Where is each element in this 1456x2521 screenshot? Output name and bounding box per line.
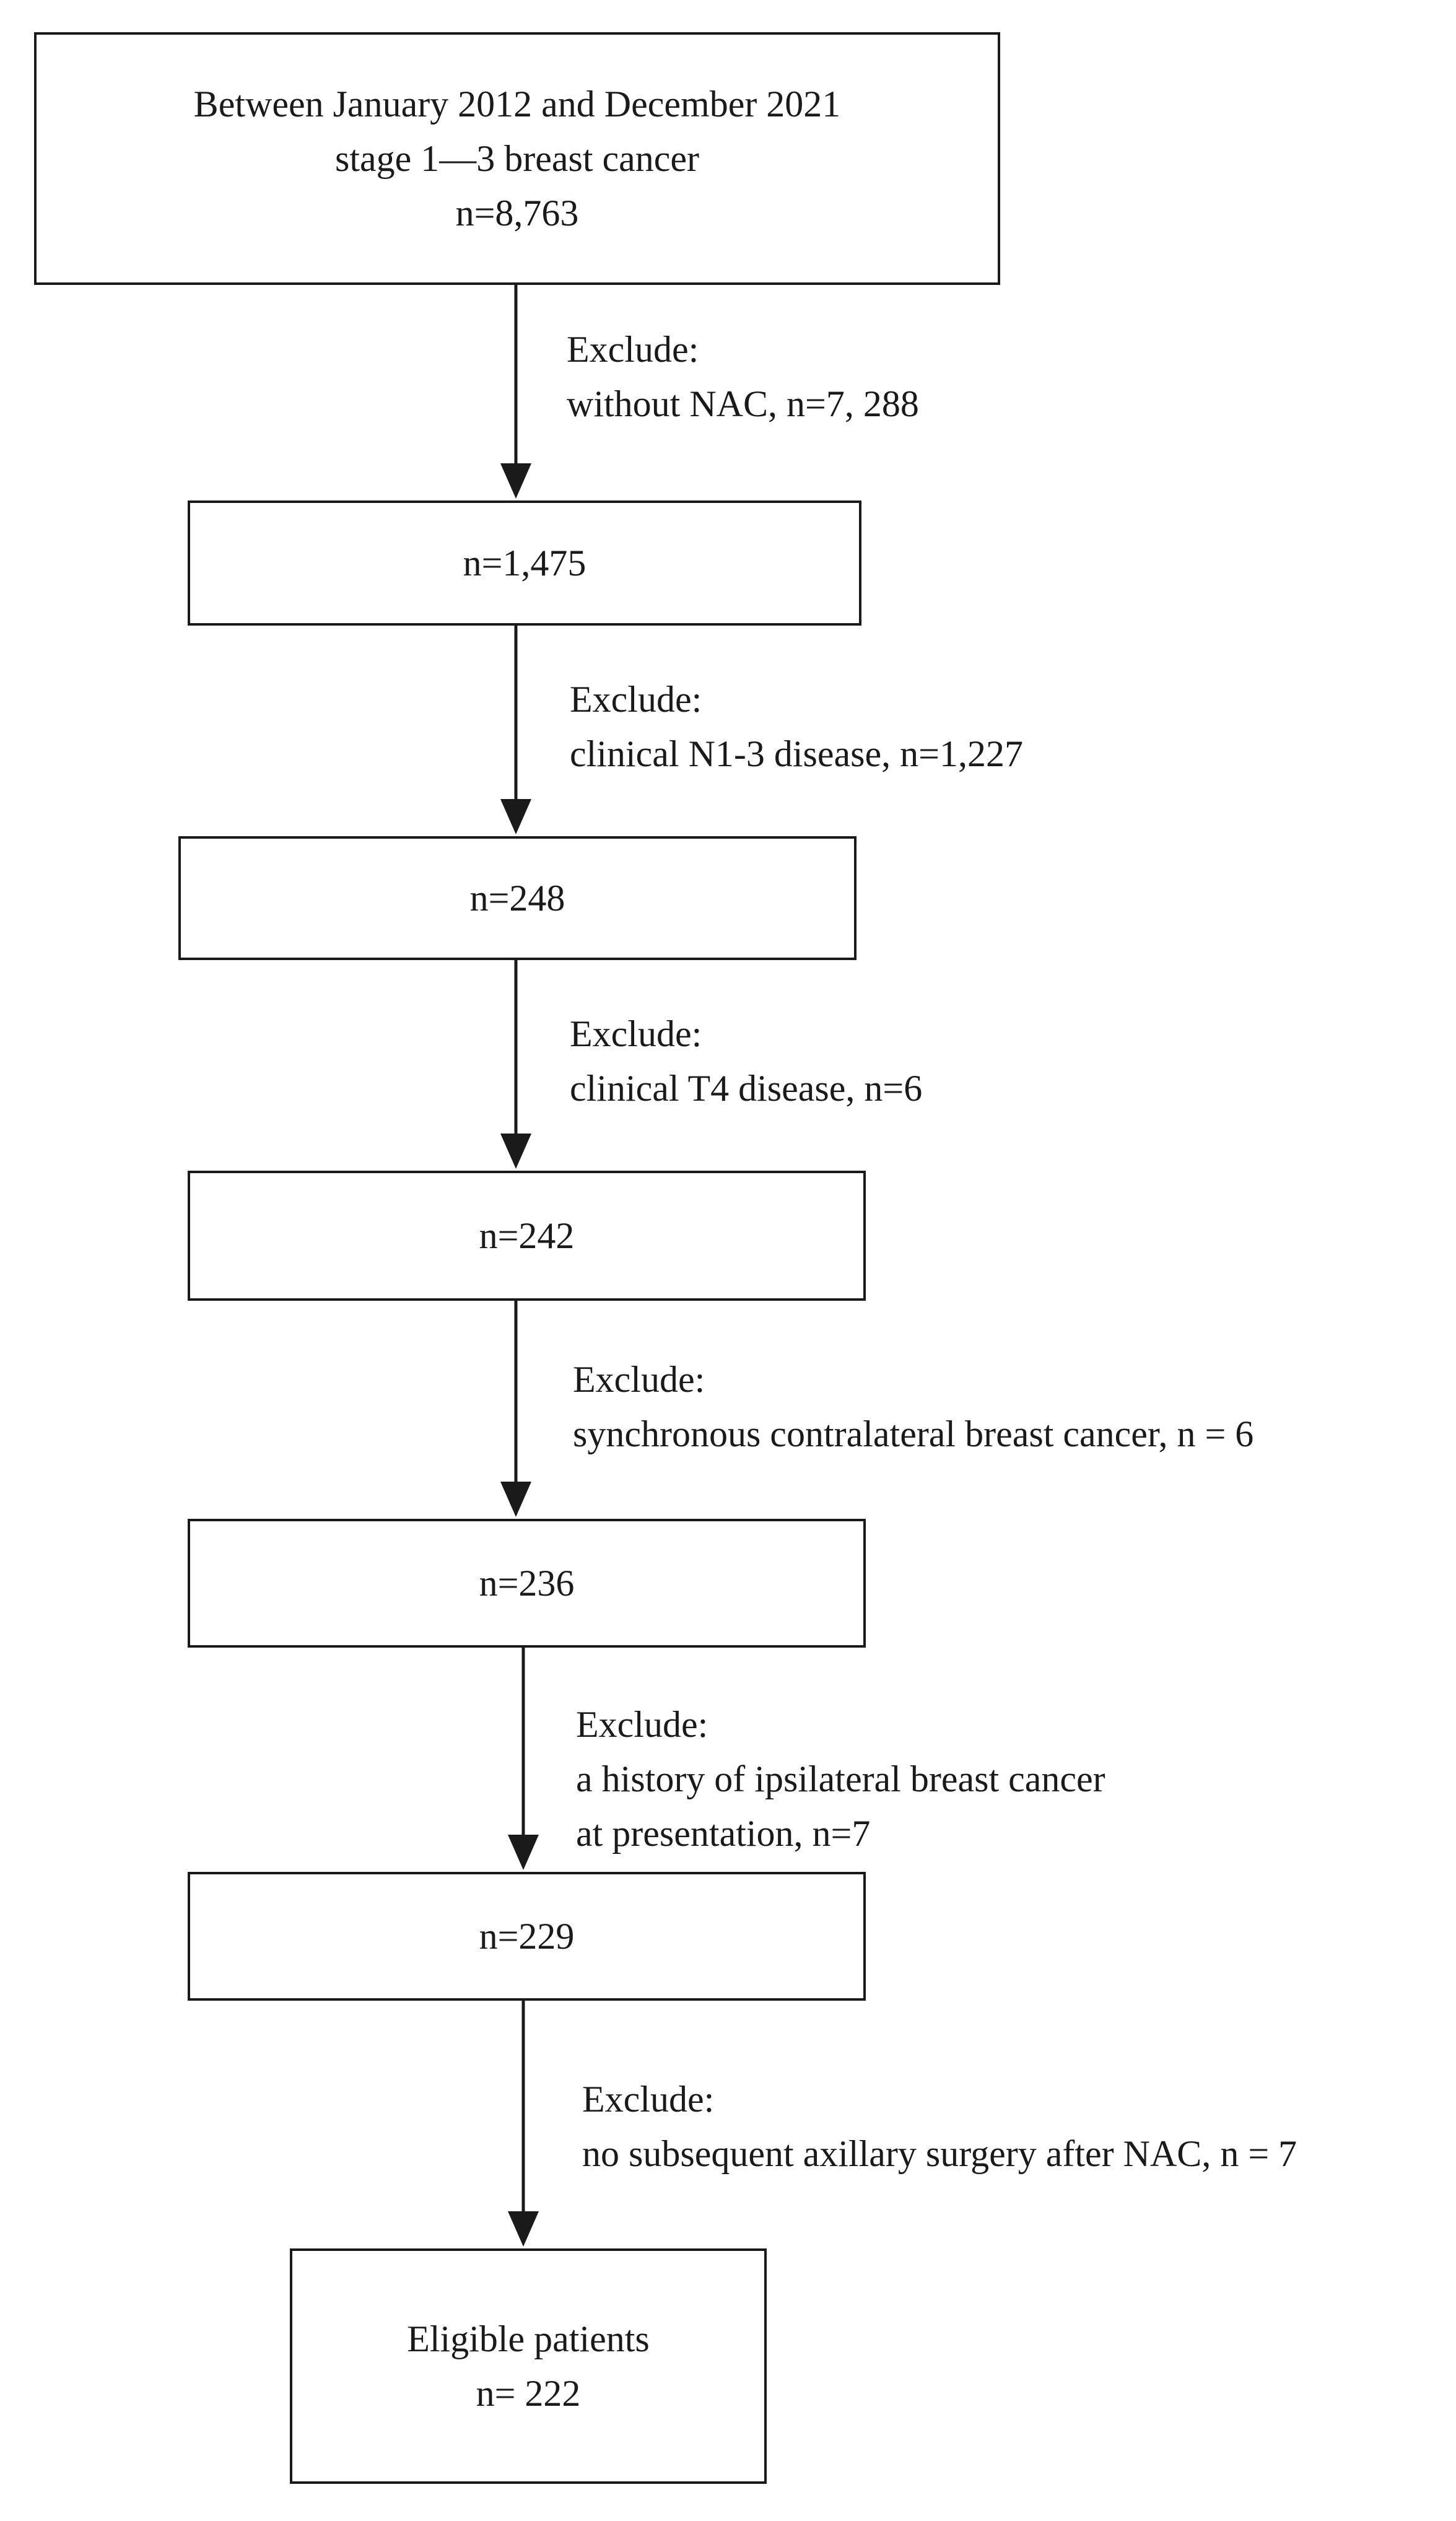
exclusion-line: Exclude:: [573, 1359, 705, 1400]
box-line: n=1,475: [463, 543, 586, 583]
box-initial-cohort: Between January 2012 and December 2021 s…: [34, 32, 1000, 285]
exclusion-line: clinical N1-3 disease, n=1,227: [570, 733, 1023, 774]
exclusion-6: Exclude: no subsequent axillary surgery …: [582, 2072, 1297, 2181]
box-line: n=8,763: [455, 193, 579, 234]
box-eligible-patients: Eligible patients n= 222: [290, 2248, 767, 2484]
exclusion-line: without NAC, n=7, 288: [567, 383, 919, 424]
exclusion-3: Exclude: clinical T4 disease, n=6: [570, 1007, 922, 1116]
exclusion-4: Exclude: synchronous contralateral breas…: [573, 1352, 1253, 1461]
box-line: n=229: [479, 1916, 575, 1957]
exclusion-line: Exclude:: [567, 329, 699, 370]
exclusion-2: Exclude: clinical N1-3 disease, n=1,227: [570, 672, 1023, 781]
arrow-1: [500, 285, 531, 499]
exclusion-line: Exclude:: [582, 2079, 715, 2120]
box-step-2: n=248: [178, 836, 857, 960]
exclusion-line: a history of ipsilateral breast cancer: [576, 1759, 1105, 1799]
box-step-4: n=236: [188, 1519, 866, 1648]
box-line: stage 1—3 breast cancer: [334, 138, 700, 179]
arrow-2: [500, 626, 531, 834]
exclusion-line: clinical T4 disease, n=6: [570, 1068, 923, 1109]
exclusion-line: synchronous contralateral breast cancer,…: [573, 1413, 1254, 1454]
exclusion-line: at presentation, n=7: [576, 1813, 871, 1854]
box-step-1: n=1,475: [188, 500, 861, 626]
box-line: Eligible patients: [407, 2318, 650, 2359]
box-step-3: n=242: [188, 1171, 866, 1301]
exclusion-line: Exclude:: [570, 679, 702, 720]
box-step-5: n=229: [188, 1872, 866, 2001]
arrow-6: [508, 2001, 539, 2247]
exclusion-line: no subsequent axillary surgery after NAC…: [582, 2133, 1297, 2174]
exclusion-line: Exclude:: [570, 1013, 702, 1054]
arrow-4: [500, 1301, 531, 1517]
box-line: Between January 2012 and December 2021: [193, 84, 841, 125]
exclusion-5: Exclude: a history of ipsilateral breast…: [576, 1697, 1105, 1861]
box-line: n=236: [479, 1563, 575, 1604]
box-line: n=248: [469, 878, 565, 919]
exclusion-1: Exclude: without NAC, n=7, 288: [567, 322, 919, 431]
box-line: n= 222: [476, 2373, 581, 2414]
arrow-5: [508, 1648, 539, 1870]
box-line: n=242: [479, 1215, 575, 1256]
exclusion-line: Exclude:: [576, 1704, 708, 1745]
arrow-3: [500, 960, 531, 1169]
